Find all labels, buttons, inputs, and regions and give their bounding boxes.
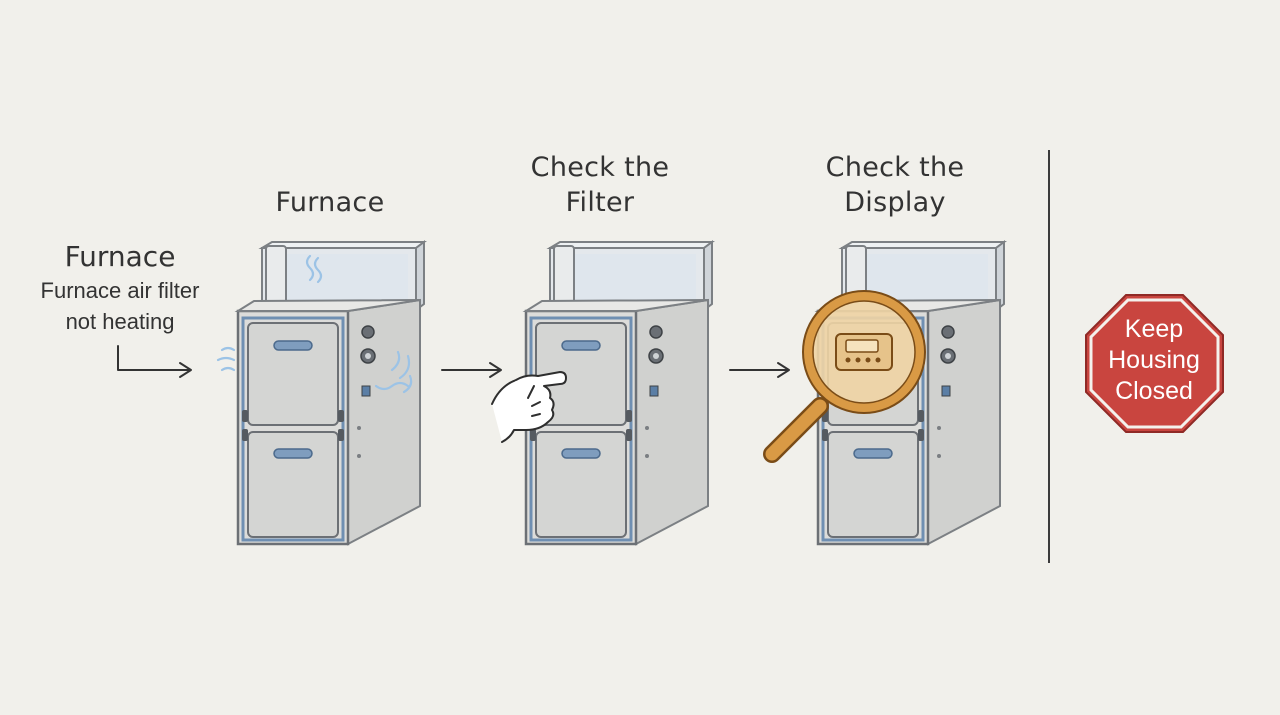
step-2-title-line-1: Check the [530,152,670,183]
step-3-title-line-1: Check the [825,152,965,183]
step-1-title: Furnace [275,187,385,218]
intro-line-2: not heating [65,309,175,334]
step-3-title-line-2: Display [844,187,946,218]
step-2-title-line-2: Filter [565,187,635,218]
arrow-right-icon [729,362,790,378]
pointing-hand-icon [491,371,567,443]
arrow-right-icon [117,345,192,378]
arrow-right-icon [441,362,502,378]
furnace-icon [524,240,714,546]
warning-line-1: Keep [1124,315,1184,343]
stop-sign-icon [1085,294,1224,433]
warning-line-2: Housing [1108,346,1200,374]
magnifying-glass-icon [763,290,926,463]
intro-line-1: Furnace air filter [40,278,200,303]
warning-sign-text: Keep Housing Closed [1094,314,1214,407]
intro-title: Furnace [64,240,176,273]
warning-line-3: Closed [1115,377,1193,405]
air-waves-icon [216,254,413,394]
furnace-icon [236,240,426,546]
